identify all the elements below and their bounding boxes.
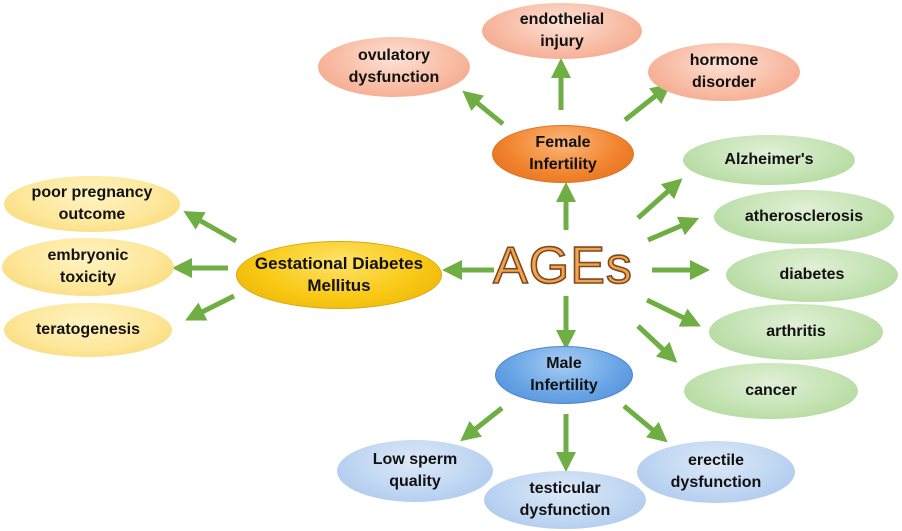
endothelial-injury-node: endothelial injury bbox=[482, 3, 642, 59]
arrow-to-low-sperm bbox=[460, 406, 504, 442]
alzheimers-node: Alzheimer's bbox=[683, 135, 855, 185]
arrow-to-hormone bbox=[623, 83, 671, 122]
arrow-to-alzheimers bbox=[636, 178, 683, 220]
male-infertility-hub: Male Infertility bbox=[495, 346, 633, 404]
arrow-to-poor-pregnancy bbox=[183, 211, 238, 244]
female-infertility-hub: Female Infertility bbox=[492, 125, 634, 183]
teratogenesis-node: teratogenesis bbox=[4, 303, 172, 357]
diabetes-node: diabetes bbox=[726, 248, 898, 302]
erectile-dysfunction-node: erectile dysfunction bbox=[637, 441, 795, 503]
testicular-dysfunction-node: testicular dysfunction bbox=[484, 471, 646, 529]
hormone-disorder-node: hormone disorder bbox=[648, 43, 800, 101]
center-title-ages: AGEs bbox=[492, 236, 633, 296]
gestational-diabetes-hub: Gestational Diabetes Mellitus bbox=[236, 241, 442, 309]
ovulatory-dysfunction-node: ovulatory dysfunction bbox=[318, 37, 470, 97]
arrow-to-teratogenesis bbox=[185, 293, 236, 321]
cancer-node: cancer bbox=[684, 363, 858, 419]
arrow-to-atherosclerosis bbox=[647, 216, 700, 243]
atherosclerosis-node: atherosclerosis bbox=[714, 190, 894, 244]
arrow-to-erectile bbox=[622, 404, 668, 443]
arrow-to-arthritis bbox=[645, 297, 701, 327]
arrow-to-cancer bbox=[636, 324, 678, 363]
poor-pregnancy-outcome-node: poor pregnancy outcome bbox=[4, 176, 180, 232]
embryonic-toxicity-node: embryonic toxicity bbox=[2, 238, 174, 296]
arrow-to-ovulatory bbox=[462, 90, 505, 126]
low-sperm-quality-node: Low sperm quality bbox=[337, 440, 493, 502]
arthritis-node: arthritis bbox=[709, 304, 883, 360]
